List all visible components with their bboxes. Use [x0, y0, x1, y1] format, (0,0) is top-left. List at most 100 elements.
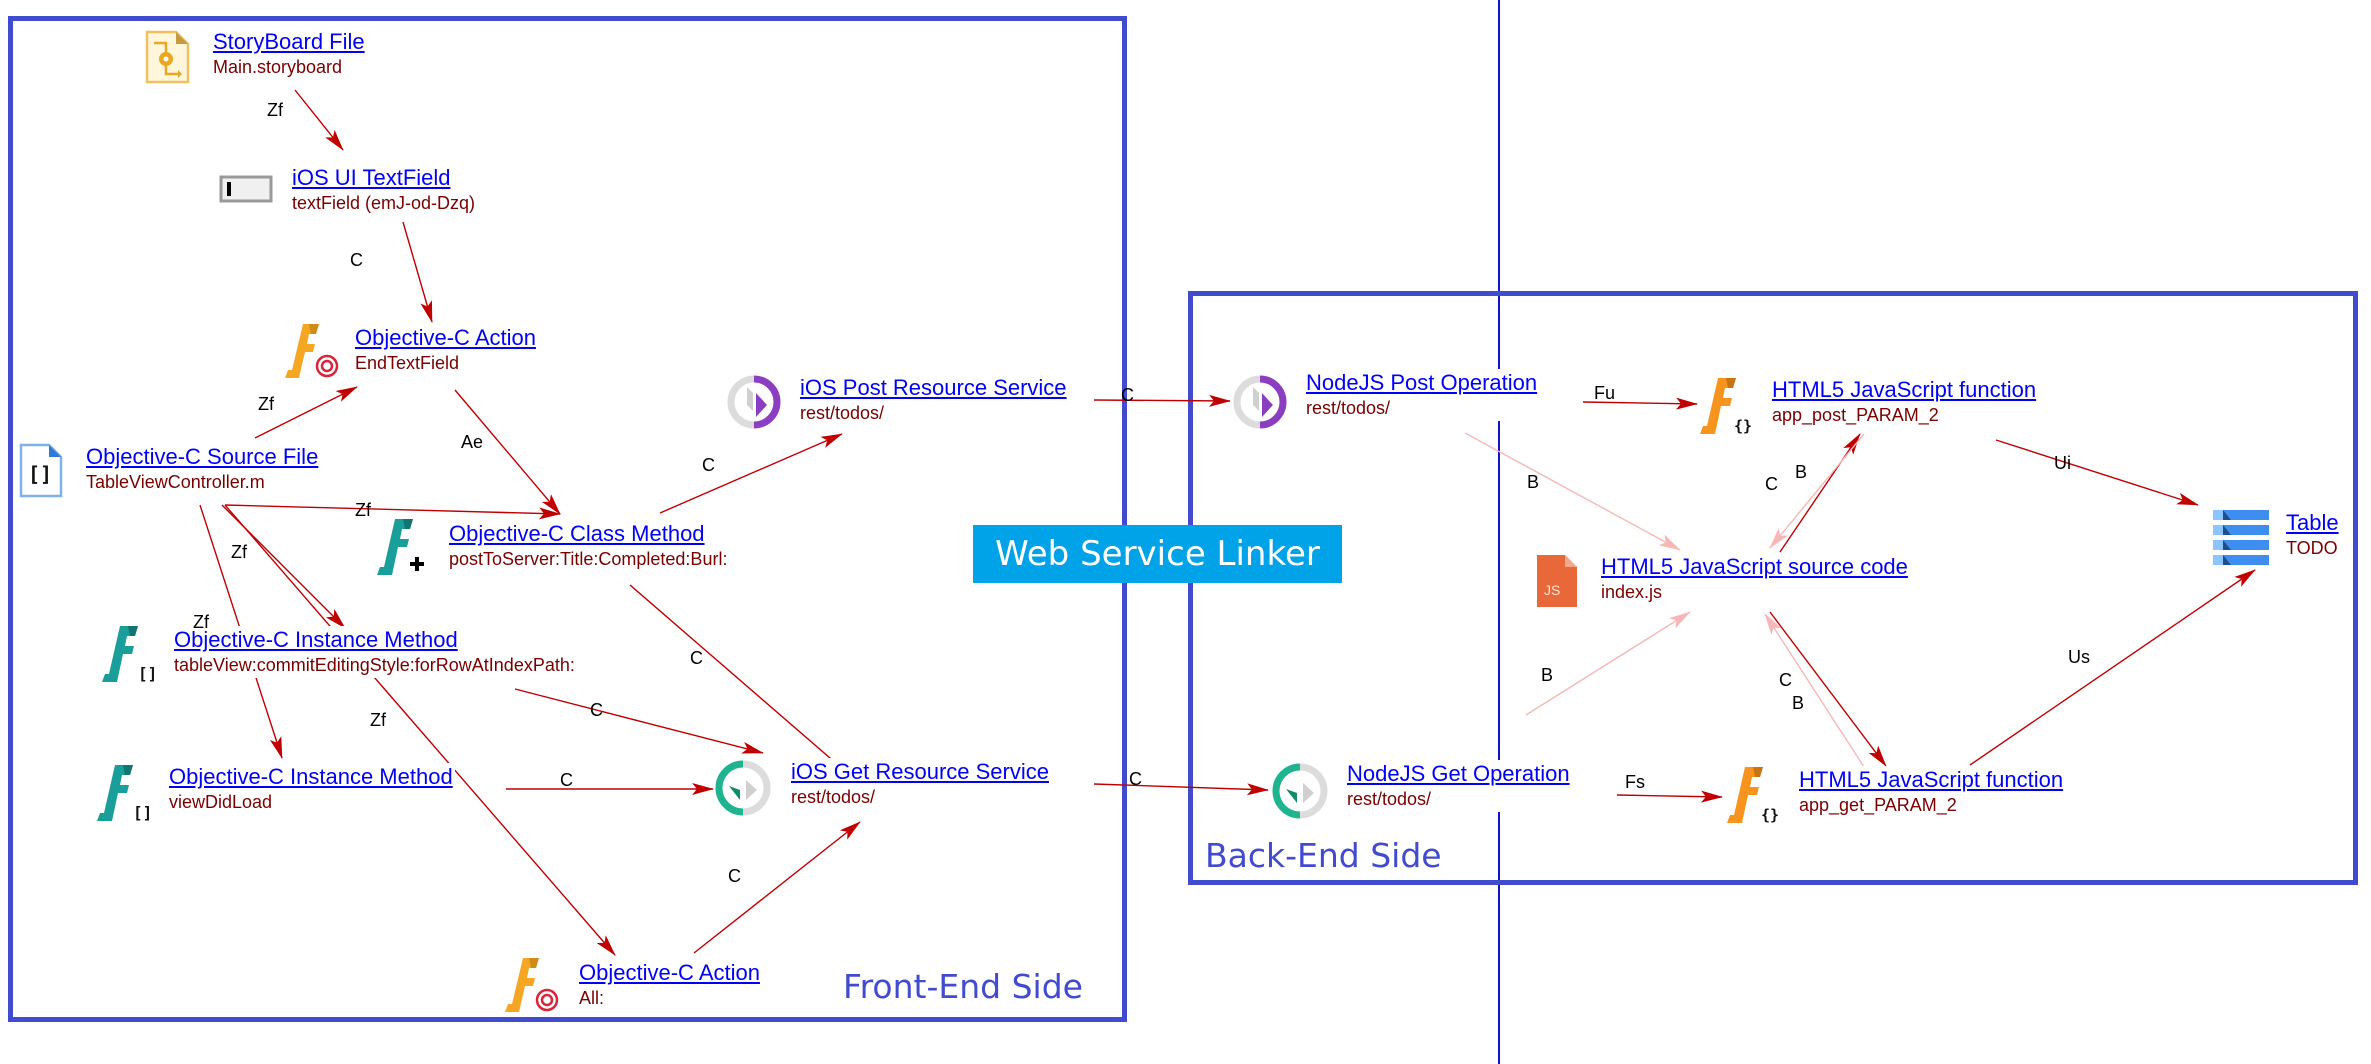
svg-text:[]: []	[28, 462, 52, 486]
node-title[interactable]: Objective-C Class Method	[449, 521, 705, 546]
svg-text:JS: JS	[1544, 582, 1560, 598]
back-end-group	[1188, 291, 2358, 885]
edge-source_file-to-class_method	[224, 504, 561, 520]
objc-class-method-icon	[377, 519, 424, 575]
vertical-separator	[1498, 0, 1500, 1064]
edge-ios_post-to-node_post	[1093, 394, 1231, 407]
node-title[interactable]: NodeJS Get Operation	[1347, 761, 1570, 786]
node-subtitle: rest/todos/	[791, 787, 876, 807]
edge-node_post-to-js_source	[1464, 432, 1681, 551]
edge-label: Zf	[231, 542, 247, 562]
node-title[interactable]: Objective-C Source File	[86, 444, 319, 469]
edge-label: C	[590, 700, 603, 720]
js-function-icon: {}	[1727, 767, 1779, 824]
objc-source-file-icon: []	[19, 443, 63, 498]
post-operation-icon	[1233, 375, 1287, 429]
edge-label: B	[1541, 665, 1554, 685]
edge-label: Zf	[267, 100, 283, 120]
edge-node_post-to-fn_post	[1582, 397, 1698, 410]
edge-label: C	[702, 455, 715, 475]
edge-label: C	[560, 770, 573, 790]
web-service-linker-banner: Web Service Linker	[973, 525, 1342, 583]
edge-label: C	[728, 866, 741, 886]
edge-label: C	[690, 648, 703, 668]
edge-node_get-to-fn_get	[1616, 790, 1723, 803]
node-subtitle: rest/todos/	[800, 403, 885, 423]
edge-fn_post-to-table	[1995, 439, 2199, 506]
edge-class_method-to-ios_get	[629, 584, 861, 785]
edge-storyboard-to-textfield	[294, 89, 344, 151]
back-end-label: Back-End Side	[1205, 836, 1442, 875]
node-subtitle: rest/todos/	[1347, 789, 1432, 809]
node-subtitle: TODO	[2286, 538, 2338, 558]
node-title[interactable]: iOS UI TextField	[292, 165, 451, 190]
node-title[interactable]: NodeJS Post Operation	[1306, 370, 1538, 395]
edge-js_source-to-fn_get	[1769, 611, 1887, 767]
edge-label: C	[350, 250, 363, 270]
textfield-icon	[219, 175, 273, 203]
svg-text:{}: {}	[1761, 806, 1779, 824]
node-subtitle: EndTextField	[355, 353, 460, 373]
edge-label: Zf	[193, 612, 209, 632]
edge-label: Zf	[258, 394, 274, 414]
node-title[interactable]: Objective-C Instance Method	[169, 764, 453, 789]
edge-ios_get-to-node_get	[1093, 783, 1269, 796]
svg-text:{}: {}	[1734, 417, 1752, 435]
get-service-icon	[715, 760, 771, 816]
edge-label: B	[1792, 693, 1805, 713]
edge-action_all-to-ios_get	[693, 821, 861, 954]
edge-label: C	[1765, 474, 1778, 494]
node-title[interactable]: iOS Get Resource Service	[791, 759, 1049, 784]
edge-label: C	[1121, 385, 1134, 405]
objc-instance-method-icon: []	[102, 626, 157, 683]
edge-label: Ae	[461, 432, 484, 452]
edge-js_source-to-fn_post	[1779, 433, 1861, 553]
edge-instance_commit-to-ios_get	[514, 688, 764, 754]
edge-action_end-to-class_method	[454, 389, 561, 515]
node-title[interactable]: Objective-C Action	[579, 960, 760, 985]
edge-source_file-to-action_all	[224, 504, 616, 956]
svg-text:[]: []	[138, 664, 157, 683]
node-subtitle: tableView:commitEditingStyle:forRowAtInd…	[174, 655, 575, 675]
node-title[interactable]: iOS Post Resource Service	[800, 375, 1067, 400]
storyboard-file-icon	[145, 30, 190, 84]
front-end-label: Front-End Side	[843, 967, 1083, 1006]
node-subtitle: textField (emJ-od-Dzq)	[292, 193, 476, 213]
edge-label: Fu	[1594, 383, 1616, 403]
edge-fn_post-to-js_source	[1769, 433, 1865, 549]
node-title[interactable]: HTML5 JavaScript function	[1799, 767, 2064, 792]
node-title[interactable]: StoryBoard File	[213, 29, 365, 54]
edge-source_file-to-action_end	[254, 386, 358, 439]
edge-label: Ui	[2054, 453, 2071, 473]
front-end-group	[8, 16, 1127, 1022]
edge-class_method-to-ios_post	[659, 433, 843, 514]
node-title[interactable]: Table	[2286, 510, 2339, 535]
node-title[interactable]: HTML5 JavaScript function	[1772, 377, 2037, 402]
get-operation-icon	[1272, 763, 1328, 819]
node-subtitle: TableViewController.m	[86, 472, 265, 492]
edge-label: C	[1779, 670, 1792, 690]
edge-label: Us	[2068, 647, 2090, 667]
edge-label: Fs	[1625, 772, 1645, 792]
edge-label: B	[1527, 472, 1540, 492]
node-title[interactable]: HTML5 JavaScript source code	[1601, 554, 1908, 579]
node-subtitle: postToServer:Title:Completed:Burl:	[449, 549, 728, 569]
edge-fn_get-to-js_source	[1764, 613, 1867, 771]
node-title[interactable]: Objective-C Action	[355, 325, 536, 350]
edge-fn_get-to-table	[1969, 569, 2256, 766]
edge-node_get-to-js_source	[1525, 611, 1691, 716]
edge-label: Zf	[355, 500, 371, 520]
objc-action-icon	[285, 324, 339, 378]
edge-textfield-to-action_end	[402, 221, 433, 323]
node-subtitle: app_get_PARAM_2	[1799, 795, 1957, 815]
node-subtitle: viewDidLoad	[169, 792, 273, 812]
node-subtitle: All:	[579, 988, 605, 1008]
node-subtitle: Main.storyboard	[213, 57, 343, 77]
post-service-icon	[727, 375, 781, 429]
edge-label: Zf	[370, 710, 386, 730]
js-file-icon: JS	[1537, 555, 1577, 607]
js-function-icon: {}	[1700, 378, 1752, 435]
node-title[interactable]: Objective-C Instance Method	[174, 627, 458, 652]
objc-instance-method-icon: []	[97, 765, 152, 822]
